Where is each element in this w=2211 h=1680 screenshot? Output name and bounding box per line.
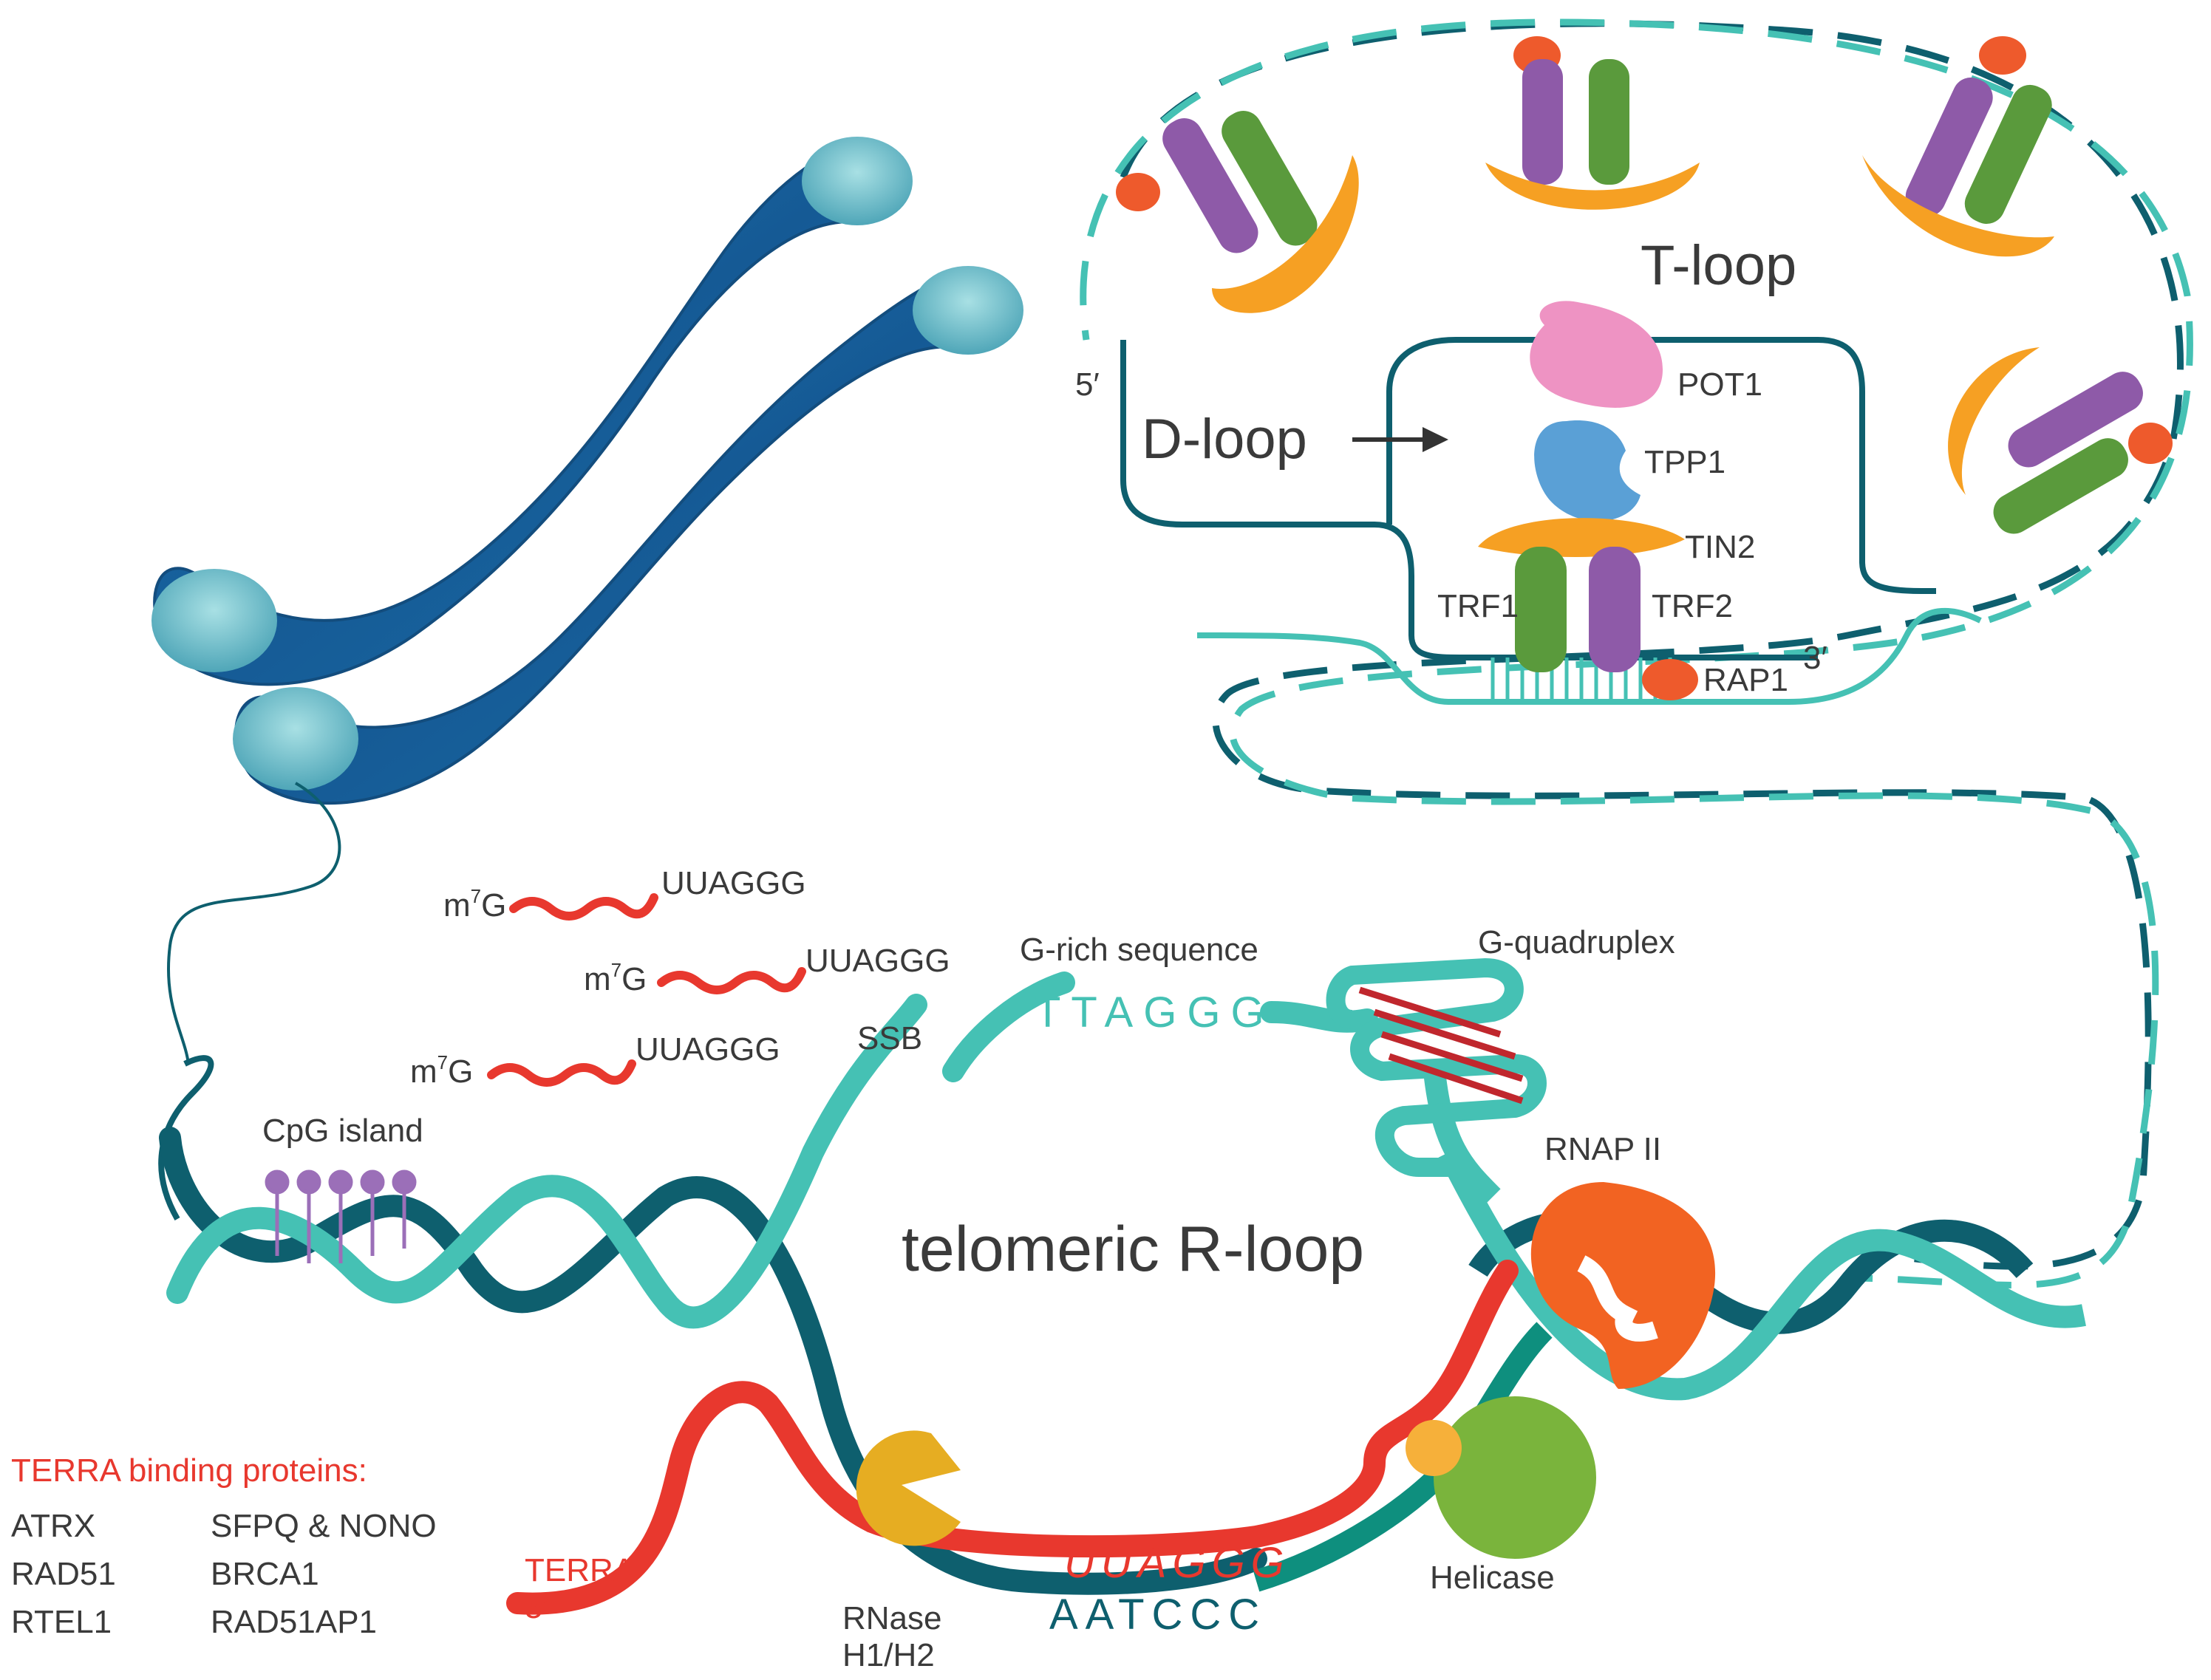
tin2-shape xyxy=(1478,518,1685,557)
g-rich-label: G-rich sequence xyxy=(1020,932,1258,968)
terra-tail-2: UUAGGG xyxy=(805,943,950,979)
terra-tail-3: UUAGGG xyxy=(636,1031,780,1068)
chromatin-thread xyxy=(166,782,341,1065)
terra-wave xyxy=(509,893,658,921)
d-loop-label: D-loop xyxy=(1142,408,1307,471)
binding-protein: ATRX xyxy=(11,1508,95,1544)
binding-protein: BRCA1 xyxy=(211,1556,319,1592)
shelterin-complex xyxy=(1948,347,2173,534)
d-loop-strand-light xyxy=(1196,607,1982,705)
g-quadruplex-shape xyxy=(1326,957,1547,1177)
d-loop-arrow xyxy=(1352,427,1448,452)
trf1-label: TRF1 xyxy=(1437,588,1519,624)
g-strand-up xyxy=(1423,1062,1501,1205)
binding-proteins-title: TERRA binding proteins: xyxy=(11,1452,367,1489)
helicase-enzyme xyxy=(1406,1396,1596,1559)
tin2-label: TIN2 xyxy=(1685,529,1755,565)
g-quadruplex-label: G-quadruplex xyxy=(1478,924,1675,960)
terra-5prime-label: 5′ xyxy=(525,1589,549,1625)
r-loop-dna xyxy=(158,957,2086,1615)
chromatid-tip xyxy=(233,687,358,791)
terra-label: TERRA xyxy=(525,1552,636,1588)
chromatid-tip xyxy=(802,137,913,225)
terra-rna xyxy=(506,1260,1519,1615)
binding-protein: SFPQ & NONO xyxy=(211,1508,437,1544)
rnap-label: RNAP II xyxy=(1544,1131,1661,1167)
dna-strand-dark xyxy=(1120,20,2184,1270)
rnase-h1-h2 xyxy=(856,1430,961,1546)
chromatid-2 xyxy=(234,268,1015,805)
terra-transcripts xyxy=(487,893,806,1087)
tpp1-label: TPP1 xyxy=(1644,444,1725,480)
binding-protein: RTEL1 xyxy=(11,1604,112,1640)
cpg-lollipops xyxy=(265,1169,417,1263)
r-loop-label: telomeric R-loop xyxy=(902,1214,1364,1285)
rnap-ii-enzyme xyxy=(1530,1182,1716,1389)
binding-protein: RAD51 xyxy=(11,1556,116,1592)
three-prime-label: 3′ xyxy=(1803,640,1827,676)
five-prime-top-label: 5′ xyxy=(1075,366,1100,403)
trf1-shape xyxy=(1515,547,1567,672)
seq-ttaggg: TTAGGG xyxy=(1035,988,1275,1037)
chromatid-tip xyxy=(151,569,277,672)
tpp1-shape xyxy=(1534,420,1641,522)
t-loop-label: T-loop xyxy=(1641,234,1796,297)
right-duplex-light xyxy=(1438,1147,2086,1401)
duplex-strand-light xyxy=(166,994,927,1329)
seq-aatccc: AATCCC xyxy=(1049,1591,1267,1639)
binding-protein: RAD51AP1 xyxy=(211,1604,377,1640)
terra-cap-3: m7G xyxy=(410,1051,473,1090)
rnase-label-1: RNase xyxy=(842,1600,942,1636)
helicase-label: Helicase xyxy=(1430,1560,1555,1596)
terra-tail-1: UUAGGG xyxy=(661,865,806,901)
ssb-label: SSB xyxy=(857,1020,922,1056)
terra-cap-2: m7G xyxy=(584,959,647,997)
cpg-label: CpG island xyxy=(262,1113,423,1149)
terra-wave xyxy=(487,1059,636,1087)
rap1-label: RAP1 xyxy=(1703,662,1788,698)
terra-wave xyxy=(657,967,806,994)
shelterin-complex xyxy=(1485,36,1700,210)
pot1-shape xyxy=(1530,301,1663,408)
seq-uuaggg: UUAGGG xyxy=(1064,1539,1290,1587)
trf2-shape xyxy=(1589,547,1641,672)
pot1-label: POT1 xyxy=(1677,366,1762,403)
t-loop-dna xyxy=(1080,18,2193,1288)
shelterin-complex xyxy=(1862,36,2054,257)
chromatid-tip xyxy=(913,266,1023,355)
terra-cap-1: m7G xyxy=(443,885,506,923)
shelterin-complex xyxy=(1116,111,1359,313)
d-loop-shelterin xyxy=(1478,301,1698,700)
d-loop-outline xyxy=(1386,337,1936,594)
chromosome xyxy=(151,137,1023,1065)
loop-helix-dark xyxy=(158,1055,214,1220)
dna-strand-light xyxy=(1080,18,2193,1288)
rnase-label-2: H1/H2 xyxy=(842,1637,935,1673)
rap1-shape xyxy=(1642,659,1698,700)
g-strand xyxy=(942,972,1075,1082)
g-strand xyxy=(1260,1001,1378,1033)
d-loop-strand-dark xyxy=(1120,340,1818,660)
trf2-label: TRF2 xyxy=(1652,588,1733,624)
